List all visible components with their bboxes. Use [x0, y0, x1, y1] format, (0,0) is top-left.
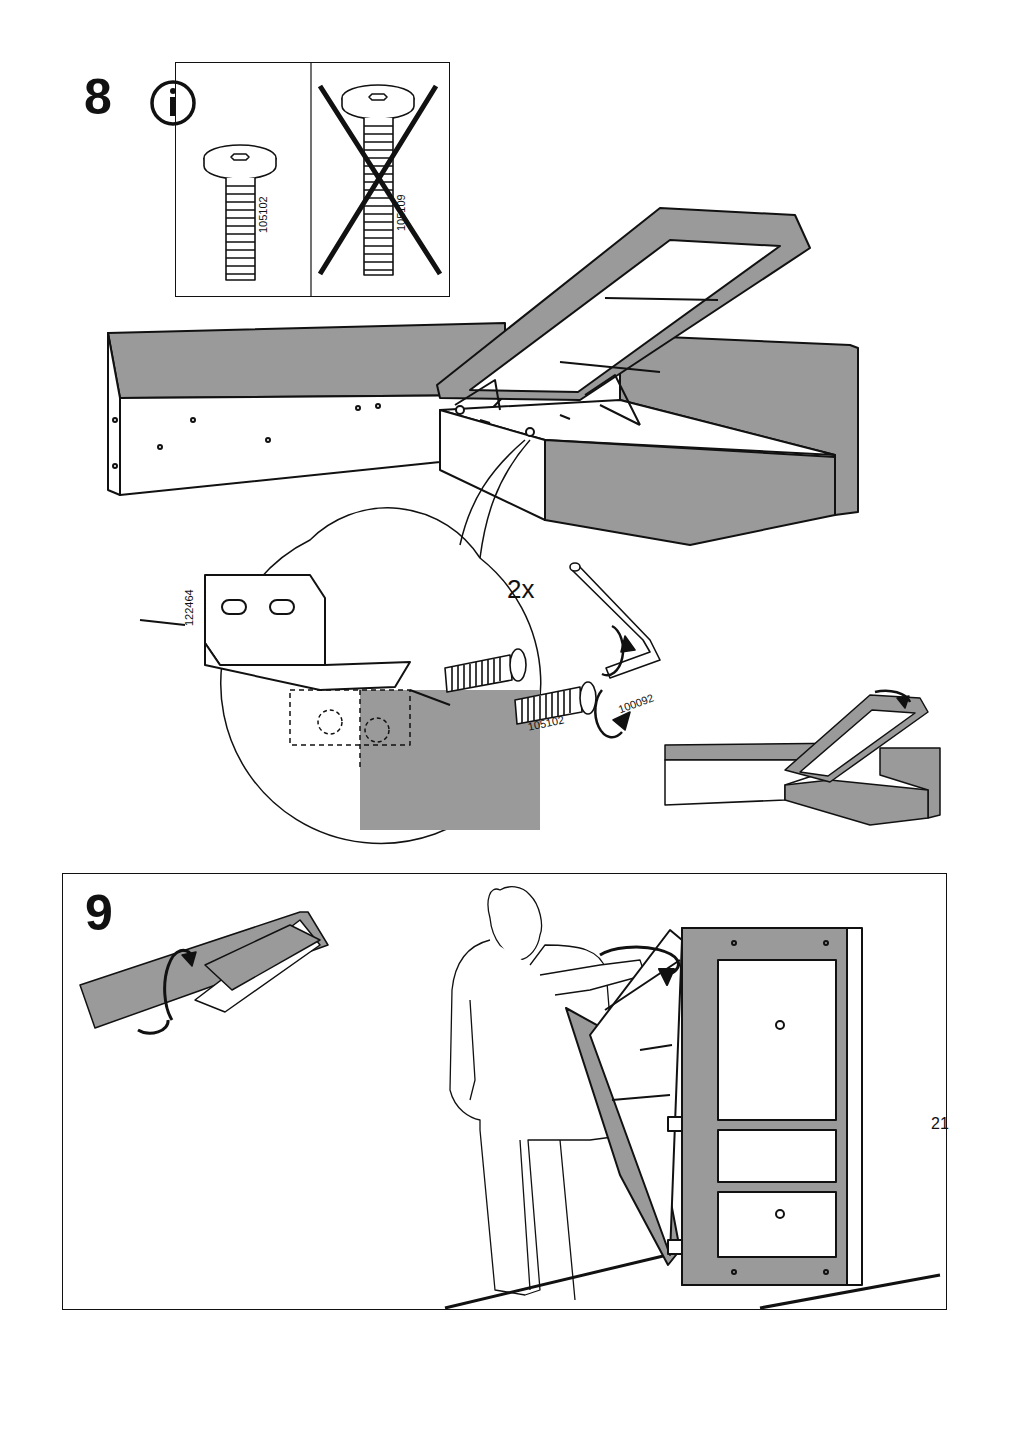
divider — [310, 62, 311, 297]
screw-icon-crossed — [320, 85, 440, 275]
sofa-frame-upright — [445, 928, 940, 1308]
info-box: 105102 105109 — [175, 62, 450, 297]
part-number: 105102 — [258, 196, 269, 233]
step-panel: 9 — [62, 873, 947, 1310]
part-number: 122464 — [184, 589, 195, 626]
detail-callout — [140, 440, 541, 844]
part-number: 100092 — [617, 692, 655, 715]
allen-key — [570, 563, 660, 737]
screw-icon — [204, 145, 276, 280]
page-number: 21 — [931, 1116, 949, 1132]
part-number: 105109 — [396, 194, 407, 231]
step-number: 9 — [85, 888, 113, 938]
quantity: 2x — [507, 576, 534, 602]
sofa-thumbnail — [665, 691, 940, 825]
step-number: 8 — [84, 72, 112, 122]
info-icon — [152, 82, 194, 124]
sofa-illustration — [108, 208, 858, 545]
rotate-thumbnail — [80, 912, 328, 1033]
bolt — [445, 649, 596, 724]
